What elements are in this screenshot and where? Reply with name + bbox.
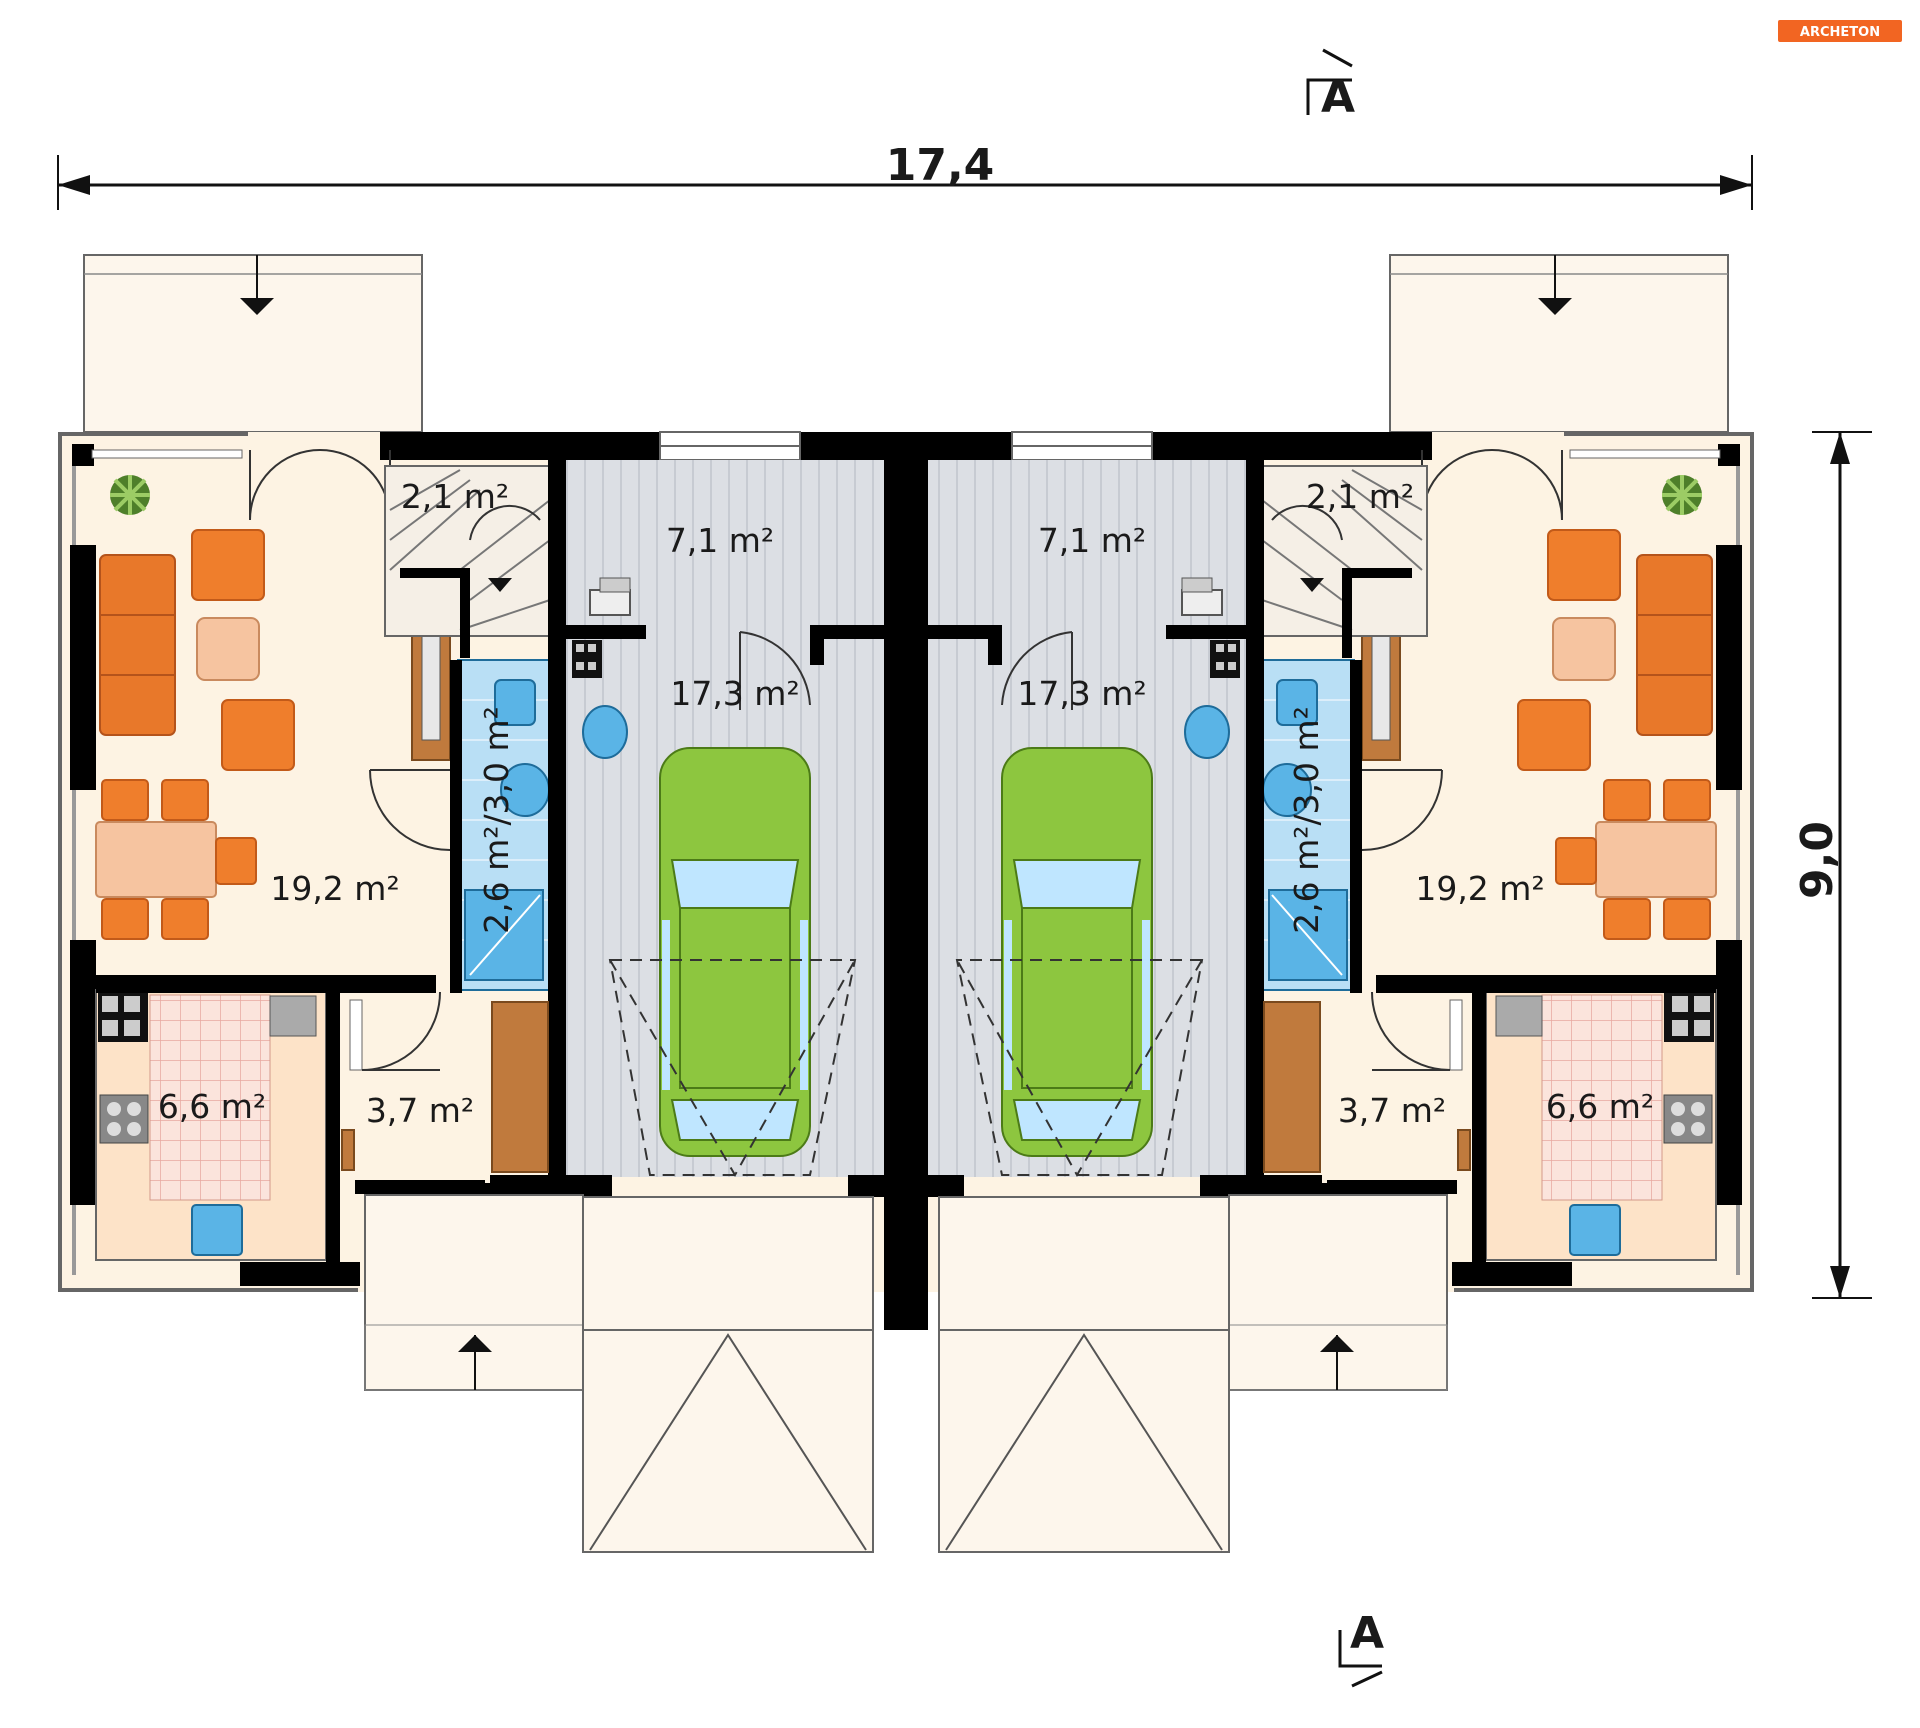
label-hall-left: 3,7 m²: [366, 1091, 474, 1130]
label-kitchen-left: 6,6 m²: [158, 1087, 266, 1126]
depth-dimension: 9,0: [1792, 431, 1872, 1299]
room-labels-left: 2,1 m² 7,1 m² 17,3 m² 2,6 m²/3,0 m² 19,2…: [158, 477, 800, 1130]
svg-text:A: A: [1350, 1608, 1384, 1659]
room-labels-right: 2,1 m² 7,1 m² 17,3 m² 2,6 m²/3,0 m² 19,2…: [1017, 477, 1654, 1130]
party-wall: [884, 432, 928, 1330]
label-vestibule-left: 7,1 m²: [666, 521, 774, 560]
label-kitchen-right: 6,6 m²: [1546, 1087, 1654, 1126]
label-living-left: 19,2 m²: [270, 869, 399, 908]
label-bathroom-left: 2,6 m²/3,0 m²: [477, 706, 516, 934]
svg-text:9,0: 9,0: [1792, 821, 1843, 899]
label-living-right: 19,2 m²: [1415, 869, 1544, 908]
width-dimension: 17,4: [57, 140, 1753, 210]
label-bathroom-right: 2,6 m²/3,0 m²: [1287, 706, 1326, 934]
svg-text:A: A: [1321, 72, 1355, 123]
unit-right: [912, 255, 1754, 1552]
archeton-logo: ARCHETON: [1778, 20, 1902, 42]
section-mark-bottom: A: [1338, 1608, 1384, 1688]
label-staircase-left: 2,1 m²: [401, 477, 509, 516]
section-mark-top: A: [1306, 48, 1355, 123]
label-vestibule-right: 7,1 m²: [1038, 521, 1146, 560]
label-hall-right: 3,7 m²: [1338, 1091, 1446, 1130]
svg-text:17,4: 17,4: [886, 140, 995, 191]
label-garage-left: 17,3 m²: [670, 674, 799, 713]
label-garage-right: 17,3 m²: [1017, 674, 1146, 713]
label-staircase-right: 2,1 m²: [1306, 477, 1414, 516]
svg-text:ARCHETON: ARCHETON: [1800, 25, 1880, 40]
